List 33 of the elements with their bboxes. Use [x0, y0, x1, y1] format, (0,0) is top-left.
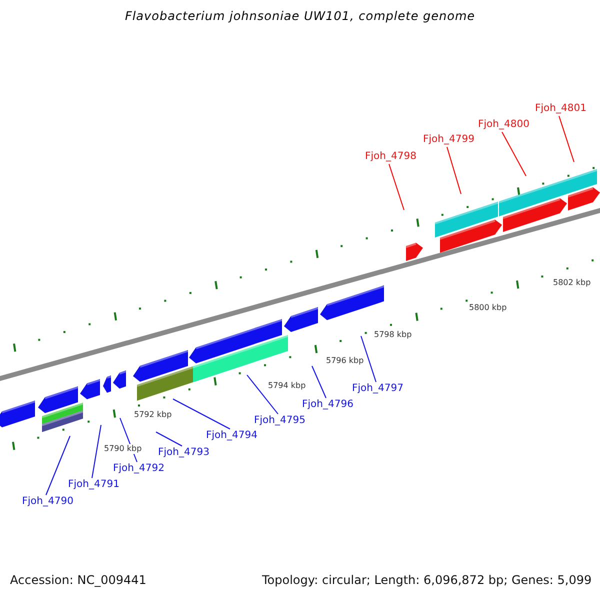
footer-text: Accession: NC_009441: [10, 574, 146, 586]
gene-label: Fjoh_4790: [22, 496, 74, 508]
gene-label: Fjoh_4793: [158, 447, 210, 459]
gene-label: Fjoh_4794: [206, 430, 258, 442]
scale-label: 5794 kbp: [268, 381, 306, 391]
leader-line: [46, 436, 70, 496]
leader-line: [502, 132, 526, 176]
leader-line: [312, 366, 326, 398]
gene-label: Fjoh_4792: [113, 463, 164, 475]
gene-label: Fjoh_4801: [535, 103, 586, 115]
scale-label: 5802 kbp: [553, 278, 591, 288]
gene-label: Fjoh_4797: [352, 383, 404, 395]
scale-label: 5800 kbp: [469, 303, 507, 313]
leader-line: [156, 432, 182, 446]
scale-label: 5790 kbp: [104, 444, 142, 454]
gene-label: Fjoh_4800: [478, 119, 530, 131]
title: Flavobacterium johnsoniae UW101, complete genome: [124, 10, 476, 22]
leader-line: [92, 424, 102, 478]
footer-text: Topology: circular; Length: 6,096,872 bp; Genes: 5,099: [262, 574, 592, 586]
leader-line: [558, 116, 574, 162]
scale-label: 5792 kbp: [134, 410, 172, 420]
gene-label: Fjoh_4798: [365, 151, 416, 163]
leader-line: [246, 374, 278, 414]
leader-line: [446, 146, 462, 194]
gene-label: Fjoh_4796: [302, 399, 354, 411]
scale-label: 5798 kbp: [374, 330, 412, 340]
leader-line: [388, 164, 404, 210]
leader-line: [360, 336, 376, 382]
gene-label: Fjoh_4795: [254, 415, 306, 427]
leader-line: [172, 398, 230, 430]
gene-label: Fjoh_4799: [423, 134, 474, 146]
scale-label: 5796 kbp: [326, 356, 364, 366]
gene-label: Fjoh_4791: [68, 479, 120, 491]
